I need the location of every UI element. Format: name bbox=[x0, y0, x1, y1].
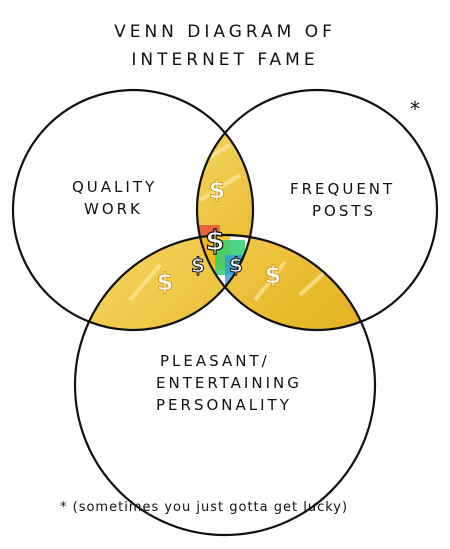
circle-quality-work bbox=[11, 88, 255, 332]
label-line: Pleasant/ bbox=[160, 352, 270, 370]
dollar-icon: $ bbox=[265, 261, 282, 289]
circle-personality bbox=[73, 233, 377, 537]
circle-frequent-posts bbox=[195, 88, 439, 332]
dollar-icon: $ bbox=[205, 224, 224, 257]
overlap-frequent-personality bbox=[197, 235, 375, 330]
dollar-icon: $ bbox=[191, 253, 205, 277]
dollar-icon: $ bbox=[229, 253, 243, 277]
title-line-1: Venn Diagram of bbox=[114, 22, 336, 42]
title-line-2: Internet Fame bbox=[131, 50, 319, 70]
label-line: Work bbox=[84, 200, 143, 218]
dollar-icon: $ bbox=[157, 268, 174, 296]
dollar-icon: $ bbox=[209, 176, 226, 204]
asterisk-mark: * bbox=[410, 97, 420, 121]
label-line: Posts bbox=[312, 202, 377, 220]
overlap-quality-personality bbox=[75, 235, 253, 330]
label-line: Entertaining bbox=[156, 374, 302, 392]
label-quality-work: Quality Work bbox=[72, 176, 157, 220]
label-line: Frequent bbox=[290, 180, 396, 198]
label-personality: Pleasant/ Entertaining Personality bbox=[156, 350, 302, 416]
label-line: Quality bbox=[72, 178, 158, 196]
footnote: * (sometimes you just gotta get lucky) bbox=[60, 500, 349, 515]
label-frequent-posts: Frequent Posts bbox=[290, 178, 395, 222]
label-line: Personality bbox=[156, 396, 292, 414]
